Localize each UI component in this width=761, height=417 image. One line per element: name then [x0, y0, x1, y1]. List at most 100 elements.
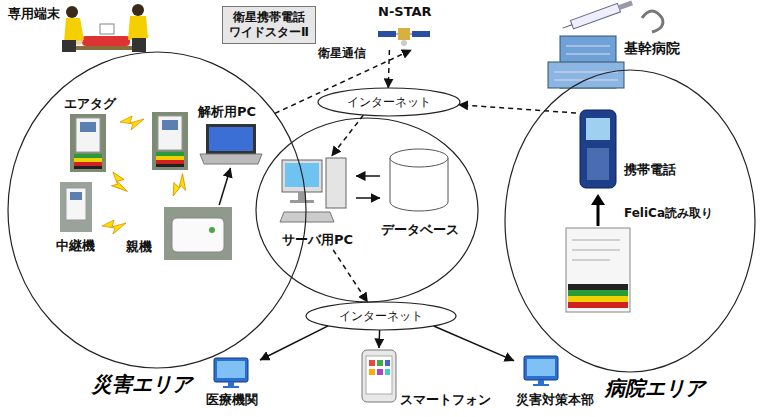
area-title: 病院エリア	[605, 376, 705, 400]
mobile-phone-icon	[587, 148, 609, 180]
laptop-icon	[209, 127, 253, 151]
rescuer-illustration	[62, 4, 148, 52]
connector-arrow	[378, 330, 380, 348]
network-ellipse: インターネット	[318, 88, 460, 116]
server-pc-icon	[280, 212, 334, 222]
ellipse-outline	[8, 52, 306, 368]
rescuer-illustration	[132, 4, 144, 16]
device-label: スマートフォン	[400, 392, 491, 408]
area-circle: 災害エリアエアタグ解析用PC中継機親機	[8, 52, 306, 368]
laptop-icon	[200, 124, 262, 164]
connector-arrow	[388, 50, 389, 88]
relay-photo	[60, 182, 92, 232]
satellite-icon	[412, 31, 430, 37]
terminal-node: 医療機関	[204, 356, 260, 410]
terminal-node: スマートフォン	[358, 348, 493, 410]
database-cylinder	[390, 149, 448, 211]
hospital-illustration	[566, 46, 610, 47]
rescuer-illustration	[66, 6, 78, 18]
device-label: 災害対策本部	[516, 392, 594, 408]
satellite-icon	[401, 40, 407, 46]
device-node: 携帯電話	[576, 108, 680, 192]
smartphone-icon	[377, 360, 383, 366]
connector-arrow	[260, 326, 328, 360]
device-label: 解析用PC	[198, 104, 256, 120]
rescuer-illustration	[128, 16, 148, 40]
smartphone-icon	[362, 350, 396, 402]
ellipse-outline	[318, 88, 460, 116]
felica-card-photo	[568, 296, 628, 302]
device-label: 携帯電話	[624, 162, 676, 178]
relay-photo	[60, 182, 92, 232]
monitor-icon	[214, 358, 248, 388]
air-tag-photo	[70, 114, 106, 172]
database-node: データベース	[380, 146, 461, 240]
relay-photo	[70, 192, 82, 200]
rescuer-illustration	[62, 40, 76, 52]
area-circle: 病院エリア基幹病院携帯電話	[505, 70, 755, 372]
hospital-label: 基幹病院	[624, 40, 680, 57]
ellipse-outline	[505, 70, 755, 372]
connector-arrow	[459, 105, 576, 113]
felica-card-photo	[568, 284, 628, 290]
network-ellipse: インターネット	[306, 302, 456, 330]
label-anchor: FeliCa読み取り	[624, 206, 713, 221]
rescuer-illustration	[64, 18, 84, 42]
rescuer-illustration	[82, 36, 130, 46]
satellite-icon	[378, 28, 430, 46]
felica-card-photo	[572, 240, 620, 241]
read-arrow	[597, 204, 600, 226]
felica-card-photo	[566, 228, 630, 312]
smartphone-icon	[377, 369, 383, 375]
box-label: 衛星携帯電話 ワイドスターⅡ	[226, 10, 312, 40]
server-node: サーバ用PC	[282, 156, 356, 250]
smartphone-icon	[366, 356, 392, 394]
hospital-illustration	[563, 25, 572, 28]
air-tag-photo	[152, 112, 188, 170]
wireless-bolt	[120, 116, 144, 130]
device-label: エアタグ	[64, 96, 116, 112]
relay-photo	[66, 188, 86, 220]
smartphone-icon	[362, 350, 396, 402]
felica-card-photo	[568, 290, 628, 296]
hospital-illustration	[618, 0, 633, 9]
mobile-phone-icon	[580, 110, 616, 188]
connector-arrow	[333, 250, 367, 302]
connector-arrow	[356, 197, 380, 199]
smartphone-icon	[369, 360, 375, 366]
database-cylinder	[390, 149, 448, 167]
felica-card-photo	[566, 228, 630, 312]
hospital-illustration	[642, 11, 663, 32]
satellite-node: N-STAR	[372, 2, 440, 50]
hospital-illustration	[570, 3, 620, 29]
rescuer-illustration	[100, 24, 114, 34]
hospital-illustration	[566, 54, 610, 55]
hospital-illustration	[548, 62, 624, 88]
link-caption: 衛星通信	[318, 46, 366, 61]
hospital-node: 基幹病院	[556, 4, 686, 88]
felica-card-photo	[572, 250, 620, 251]
laptop-icon	[206, 124, 256, 154]
laptop-icon	[200, 154, 262, 164]
device-node: 解析用PC	[196, 104, 264, 168]
ellipse-outline	[8, 52, 306, 368]
network-label: インターネット	[347, 95, 431, 110]
server-area-circle	[256, 118, 478, 302]
server-pc-icon	[280, 158, 346, 222]
base-unit-photo	[164, 207, 232, 260]
satellite-icon	[398, 28, 410, 40]
network-label: インターネット	[339, 309, 423, 324]
base-unit-photo	[164, 207, 232, 260]
terminal-node: 災害対策本部	[514, 354, 596, 410]
smartphone-icon	[385, 360, 390, 366]
server-pc-icon	[290, 200, 314, 203]
device-caption: 専用端末	[8, 6, 60, 22]
device-node: エアタグ	[62, 96, 118, 174]
server-pc-icon	[326, 158, 346, 208]
connector-arrow	[332, 115, 364, 156]
read-arrow	[591, 194, 605, 226]
device-label: 親機	[126, 239, 152, 255]
device-node: 親機	[126, 205, 234, 262]
rescuer-illustration	[74, 46, 136, 50]
